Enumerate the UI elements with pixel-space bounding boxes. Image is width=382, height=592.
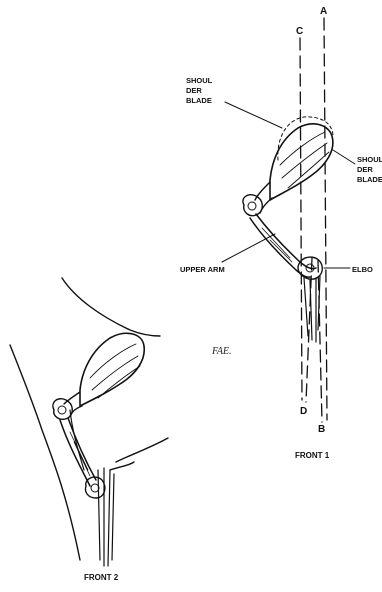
label-line-c: C: [296, 26, 303, 37]
forearm-1: [304, 276, 320, 342]
body-contour-left: [10, 345, 80, 560]
label-line-b: B: [318, 424, 325, 435]
forearm-2: [98, 468, 114, 566]
shoulder-joint-2: [53, 399, 72, 420]
label-front-1: FRONT 1: [295, 451, 330, 460]
upper-arm-bone-2: [60, 418, 96, 486]
elbow-joint-2: [85, 477, 104, 498]
reference-line-c: [300, 38, 302, 400]
body-contour-bottom: [110, 438, 168, 470]
shoulder-blade-left-leader: [225, 102, 282, 128]
label-shoulder-blade-right: SHOUL DER BLADE: [357, 155, 382, 184]
label-front-2: FRONT 2: [84, 573, 119, 582]
label-elbow: ELBO: [352, 265, 373, 274]
front-1-figure: [222, 18, 355, 422]
shoulder-joint-1: [243, 195, 262, 216]
front-2-figure: [10, 278, 168, 566]
body-contour-top: [62, 278, 160, 336]
artist-signature: FAE.: [211, 346, 232, 357]
label-line-d: D: [300, 406, 307, 417]
label-line-a: A: [320, 6, 327, 17]
upper-arm-leader: [222, 234, 275, 262]
reference-line-a: [324, 18, 327, 420]
shoulder-blade-right-leader: [333, 150, 355, 164]
label-shoulder-blade-left: SHOUL DER BLADE: [186, 76, 214, 105]
label-upper-arm: UPPER ARM: [180, 265, 225, 274]
